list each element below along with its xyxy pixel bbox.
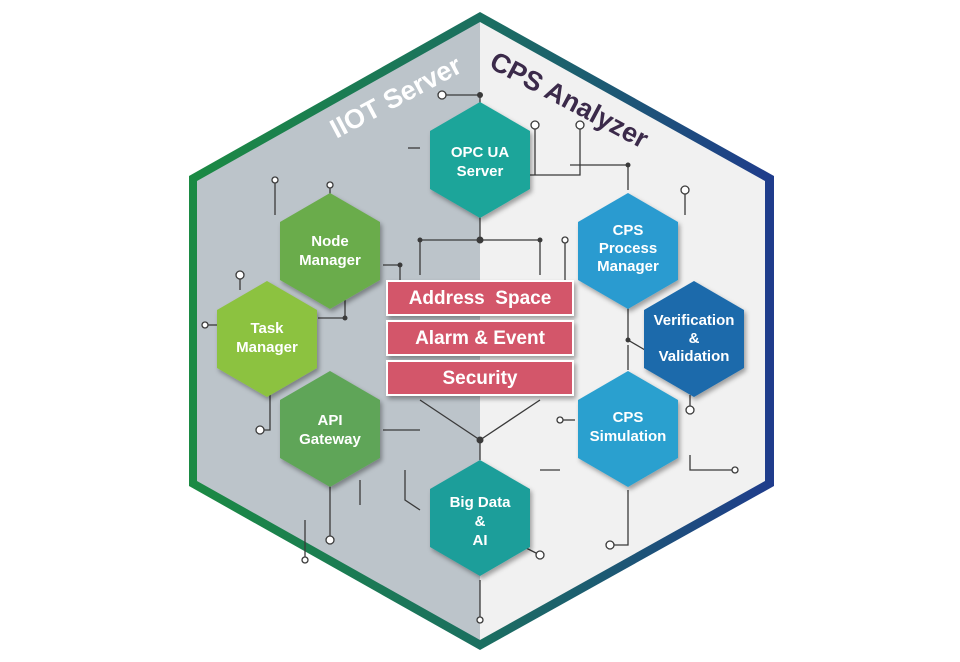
verification-hexagon: [644, 281, 744, 397]
big-data-ai-node[interactable]: Big Data & AI: [430, 460, 530, 576]
cps-process-hexagon: [578, 193, 678, 309]
cps-simulation-label-line2: Simulation: [590, 428, 667, 445]
api-gateway-label-line1: API: [317, 412, 342, 429]
center-band-alarm-event[interactable]: [386, 320, 574, 356]
node-manager-hexagon: [280, 193, 380, 309]
node-manager-label-line2: Manager: [299, 252, 361, 269]
cps-process-label-line2: Process: [599, 240, 657, 257]
cps-process-label-line1: CPS: [613, 222, 644, 239]
api-gateway-node[interactable]: API Gateway: [280, 371, 380, 487]
verification-label-line2: &: [689, 330, 700, 347]
opc-ua-hexagon: [430, 102, 530, 218]
verification-label-line1: Verification: [654, 312, 735, 329]
api-gateway-label-line2: Gateway: [299, 431, 361, 448]
api-gateway-hexagon: [280, 371, 380, 487]
opc-ua-server-node[interactable]: OPC UA Server: [430, 102, 530, 218]
task-manager-label-line2: Manager: [236, 339, 298, 356]
cps-process-label-line3: Manager: [597, 258, 659, 275]
cps-simulation-node[interactable]: CPS Simulation: [578, 371, 678, 487]
cps-process-manager-node[interactable]: CPS Process Manager: [578, 193, 678, 309]
big-data-hexagon: [430, 460, 530, 576]
junction-dots: [342, 92, 631, 444]
node-manager-node[interactable]: Node Manager: [280, 193, 380, 309]
cps-simulation-hexagon: [578, 371, 678, 487]
center-band-security[interactable]: [386, 360, 574, 396]
big-data-label-line1: Big Data: [450, 494, 512, 511]
cps-region-background: [480, 22, 765, 640]
connection-dots: [201, 90, 739, 624]
address-space-label: Address Space: [409, 288, 552, 309]
verification-label-line3: Validation: [659, 348, 730, 365]
center-band-address-space[interactable]: [386, 280, 574, 316]
task-manager-node[interactable]: Task Manager: [217, 281, 317, 397]
task-manager-label-line1: Task: [250, 320, 284, 337]
big-data-label-line3: AI: [473, 532, 488, 549]
opc-ua-label-line2: Server: [457, 163, 504, 180]
alarm-event-label: Alarm & Event: [415, 328, 546, 349]
center-core-stack: [386, 280, 574, 396]
task-manager-hexagon: [217, 281, 317, 397]
big-data-label-line2: &: [475, 513, 486, 530]
verification-validation-node[interactable]: Verification & Validation: [644, 281, 744, 397]
iiot-region-background: [197, 22, 480, 640]
node-manager-label-line1: Node: [311, 233, 349, 250]
security-label: Security: [443, 368, 518, 389]
opc-ua-label-line1: OPC UA: [451, 144, 510, 161]
cps-simulation-label-line1: CPS: [613, 409, 644, 426]
